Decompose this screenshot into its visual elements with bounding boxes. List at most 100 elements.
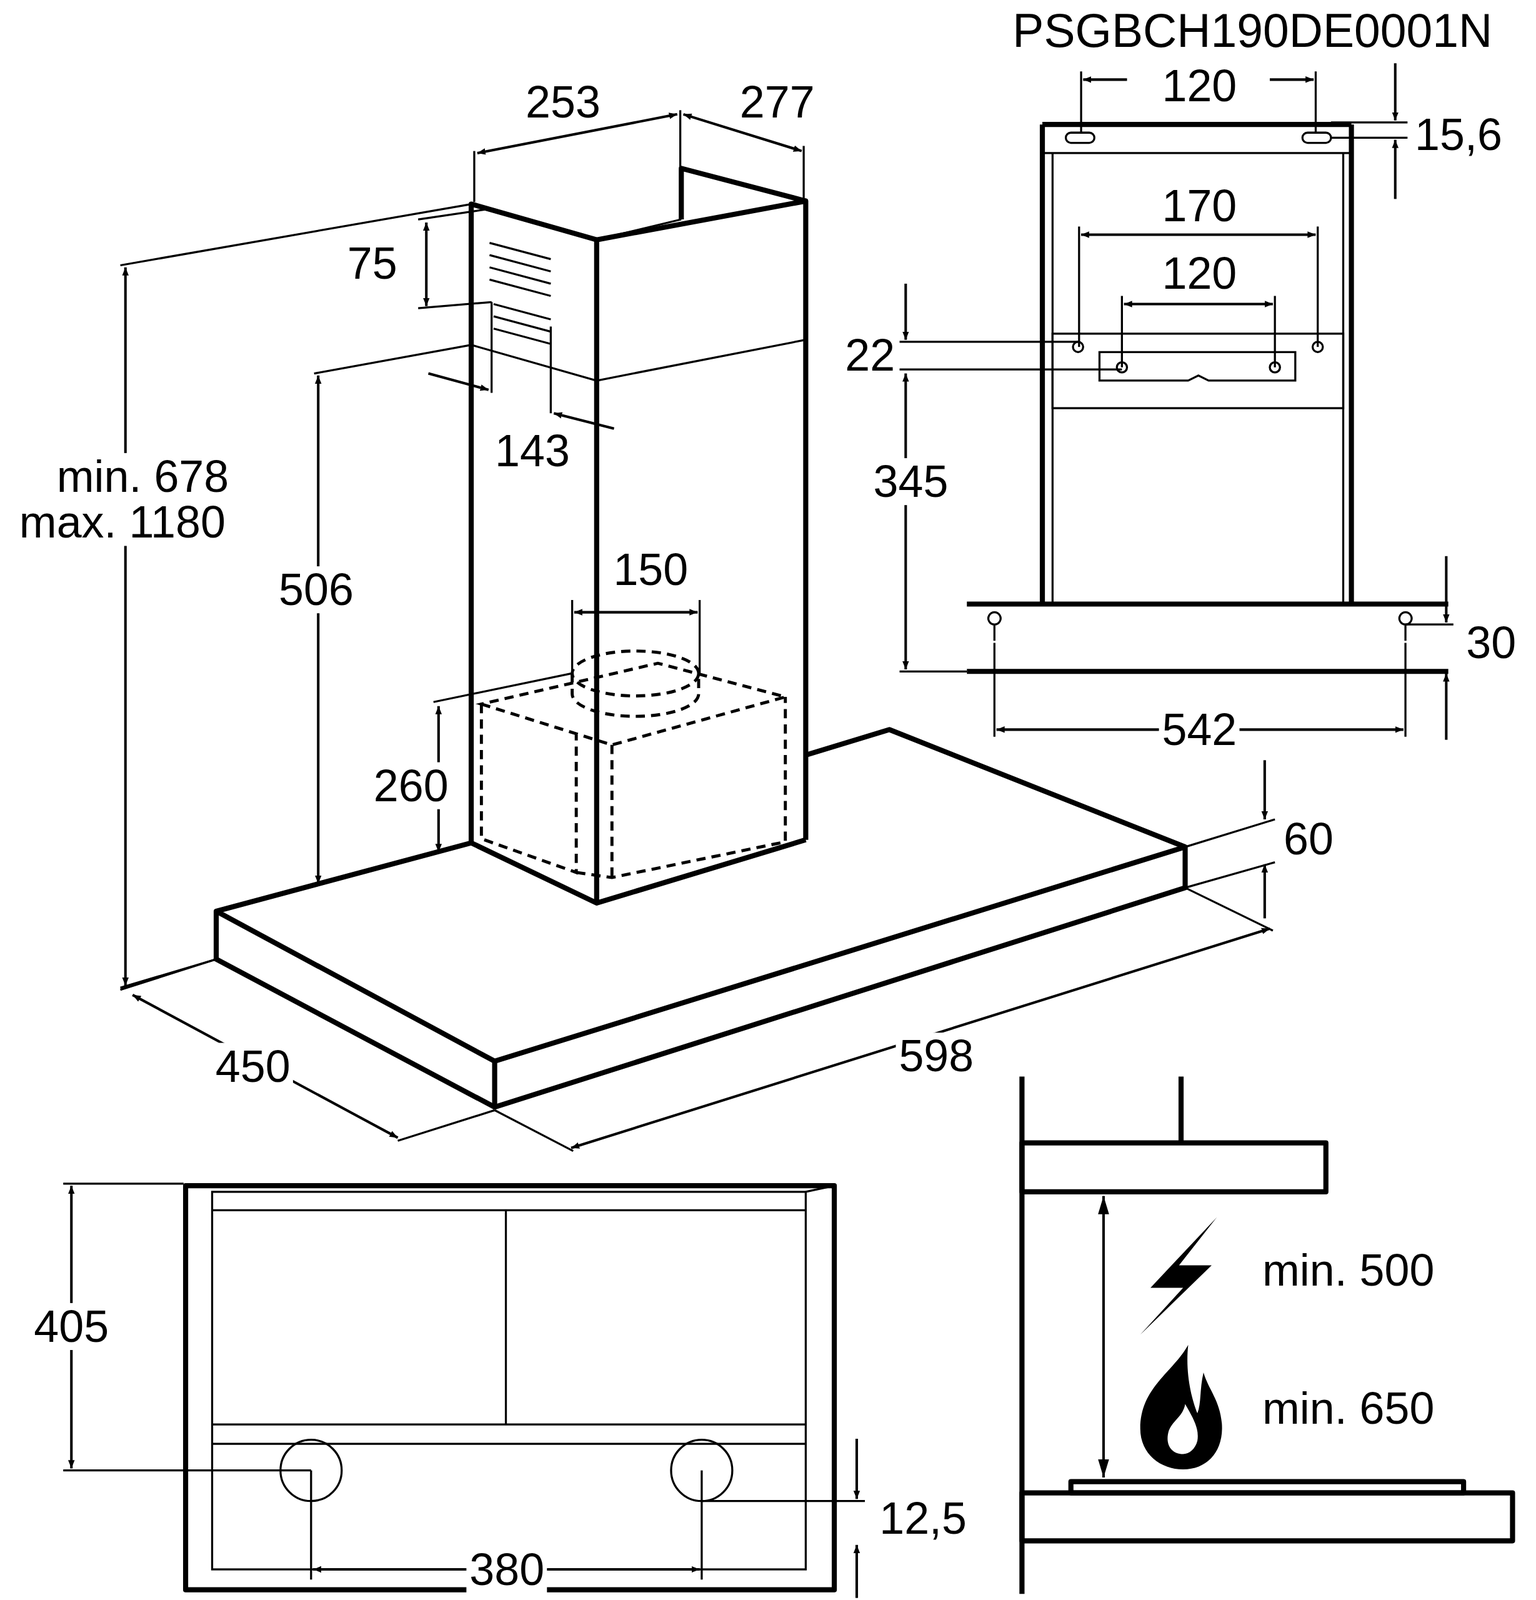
underside-view-part — [211, 1423, 806, 1426]
back-bracket-view-part — [966, 601, 1448, 607]
back-bracket-view-part — [1052, 333, 1343, 409]
dimension-lines-part — [120, 204, 472, 266]
back-bracket-view-part — [899, 340, 1079, 343]
dimension-label: 150 — [609, 545, 692, 593]
dimension-label: min. 678 — [53, 453, 232, 500]
dimension-label: 542 — [1159, 706, 1241, 754]
dimension-label: min. 500 — [1259, 1246, 1438, 1294]
flame-symbol — [1140, 1344, 1223, 1470]
back-bracket-view-part — [904, 283, 907, 340]
hood-3d-view-part — [481, 704, 577, 873]
dimension-lines-part — [574, 611, 698, 614]
back-bracket-view-part — [1274, 295, 1277, 367]
hood-3d-view-part — [216, 729, 1186, 1107]
back-bracket-view-part — [1444, 673, 1448, 740]
underside-view-part — [185, 1185, 835, 1590]
hood-3d-view-part — [572, 673, 699, 717]
dimension-label: 506 — [275, 566, 357, 614]
back-bracket-view-part — [1331, 136, 1408, 139]
dimension-label: 170 — [1159, 182, 1241, 230]
dimension-lines-part — [549, 326, 552, 414]
hood-3d-view-part — [594, 239, 600, 903]
dimension-lines-part — [802, 145, 805, 199]
dimension-label: 75 — [344, 239, 401, 287]
dimension-lines-part — [1263, 864, 1267, 919]
back-bracket-view-part — [904, 373, 907, 670]
clearance-view-part — [1071, 1481, 1464, 1493]
back-bracket-view-part — [1404, 643, 1407, 737]
hood-3d-view-part — [572, 651, 699, 697]
hood-3d-view-part — [576, 696, 786, 878]
back-bracket-view-part — [1079, 71, 1082, 133]
dimension-lines-part — [316, 375, 320, 884]
hood-3d-view-part — [481, 663, 785, 745]
back-bracket-view-part — [1081, 233, 1316, 236]
back-bracket-view-part — [988, 612, 1002, 642]
underside-view-part — [700, 1470, 703, 1580]
hood-3d-view-part — [610, 744, 614, 878]
back-bracket-view-part — [1042, 121, 1352, 127]
dimension-label: max. 1180 — [16, 498, 229, 546]
hood-3d-view-part-part — [489, 279, 551, 296]
back-bracket-view-part — [1331, 121, 1408, 124]
dimension-label: 60 — [1280, 814, 1337, 862]
dimension-lines-part — [698, 599, 701, 674]
hood-3d-view-part — [596, 219, 682, 240]
dimension-label: 120 — [1159, 249, 1241, 297]
underside-view-part — [855, 1438, 858, 1499]
underside-view-part — [63, 1182, 184, 1185]
dimension-lines-part — [1185, 862, 1276, 888]
back-bracket-view-part — [1444, 556, 1448, 623]
dimension-lines-part — [418, 301, 492, 309]
clearance-view-part — [1102, 1195, 1105, 1478]
back-bracket-view-part — [1269, 78, 1314, 81]
dimension-lines-part — [124, 267, 127, 986]
dimension-lines-part — [132, 994, 398, 1138]
dimension-label: PSGBCH190DE0001N — [1009, 6, 1496, 55]
dimension-lines-part — [433, 673, 572, 703]
hood-3d-view-part — [471, 201, 806, 843]
back-bracket-view-part — [1394, 63, 1397, 120]
back-bracket-view-part — [1302, 132, 1332, 143]
hood-3d-view-part-part — [493, 316, 551, 332]
dimension-label: 405 — [30, 1302, 112, 1350]
hood-3d-view-part — [216, 846, 1186, 1062]
dimension-lines-part — [120, 959, 217, 988]
dimension-label: 15,6 — [1411, 111, 1506, 159]
dimension-label: 380 — [466, 1545, 548, 1593]
underside-view-part — [504, 1209, 507, 1425]
back-bracket-view-part — [1314, 71, 1317, 133]
back-bracket-view-part — [1039, 124, 1045, 604]
dimension-lines-part — [1185, 819, 1276, 847]
dimension-lines-part — [1263, 759, 1267, 820]
dimension-lines-part — [398, 1109, 495, 1141]
dimension-label: 277 — [736, 78, 818, 126]
dimension-label: 120 — [1159, 62, 1241, 110]
dimension-lines-part — [314, 344, 472, 374]
underside-view-part — [805, 1185, 835, 1192]
dimension-lines-part — [494, 1109, 574, 1151]
dimension-label: 30 — [1462, 619, 1520, 667]
dimension-lines-part — [428, 373, 489, 390]
underside-view-part — [211, 1209, 806, 1212]
clearance-view-part — [1021, 1142, 1326, 1192]
back-bracket-view-part — [1066, 132, 1095, 143]
hood-3d-view-part-part — [493, 304, 551, 320]
underside-view-part — [855, 1544, 858, 1598]
back-bracket-view-part — [1394, 139, 1397, 200]
hood-3d-view-part — [492, 1061, 498, 1107]
back-bracket-view-part — [966, 668, 1448, 674]
electric-symbol — [1140, 1217, 1217, 1335]
back-bracket-view — [899, 63, 1454, 740]
dimension-lines-part — [679, 109, 682, 169]
dimension-lines-part — [424, 222, 428, 307]
dimension-lines-part — [553, 413, 614, 429]
back-bracket-view-part — [899, 368, 1123, 370]
back-bracket-view-part — [1042, 151, 1352, 154]
back-bracket-view-part — [1349, 124, 1355, 604]
back-bracket-view-part — [1121, 295, 1123, 367]
back-bracket-view-part — [1405, 623, 1454, 626]
dimension-label: 143 — [491, 427, 574, 475]
dimension-lines-part — [473, 151, 475, 203]
